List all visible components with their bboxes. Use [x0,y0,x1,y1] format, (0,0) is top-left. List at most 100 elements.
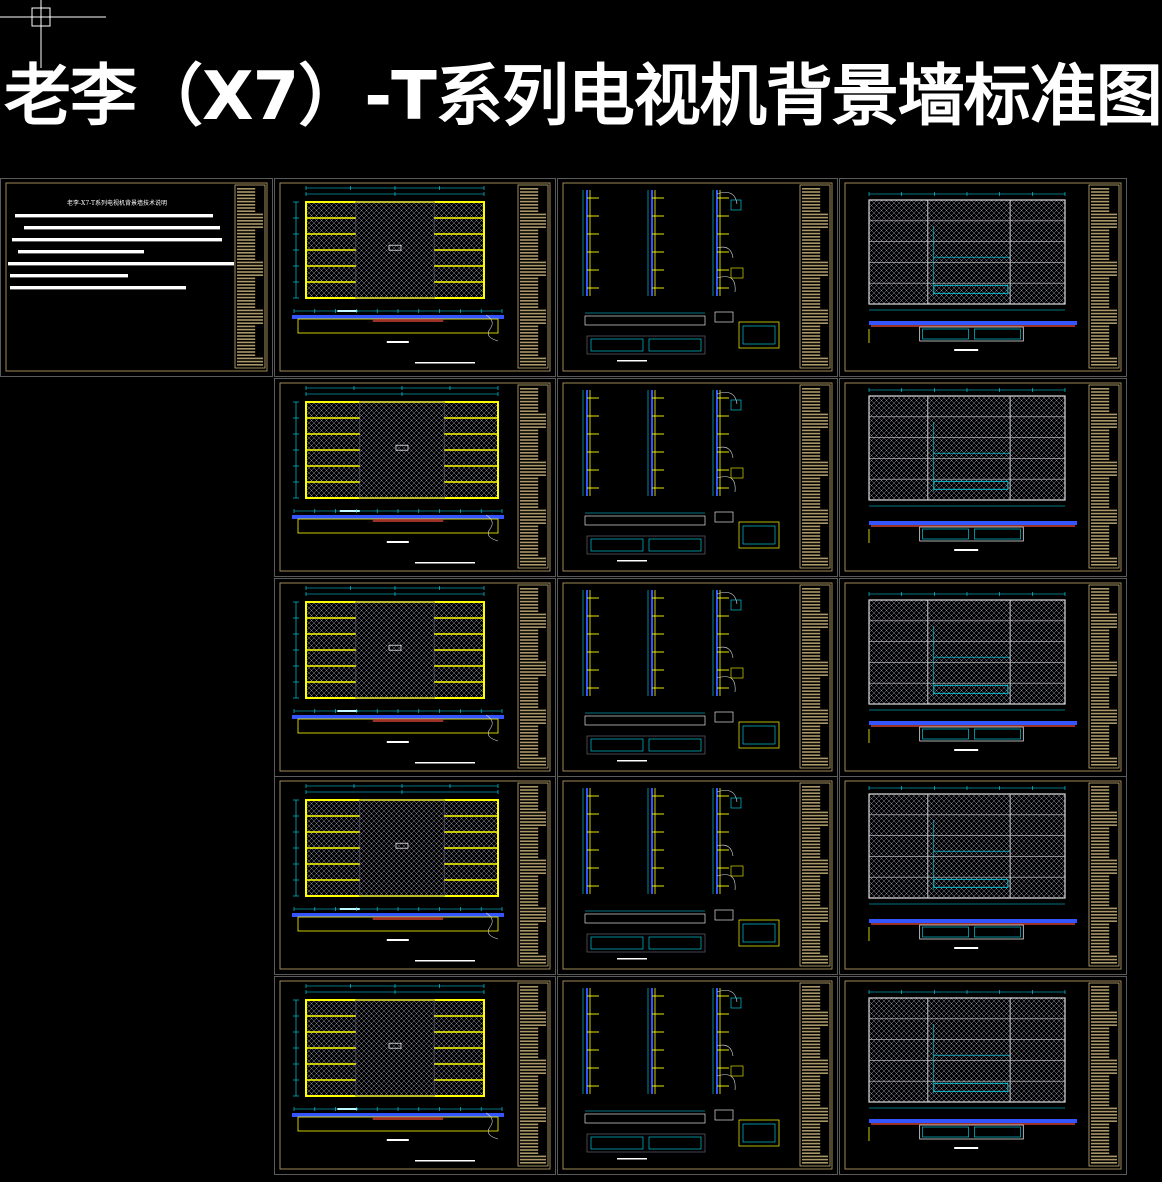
sheet-border [839,178,1127,377]
sheet-plan-row-1[interactable] [839,178,1127,377]
section-strip [292,913,504,917]
title-block [517,184,549,369]
title-block [517,782,549,967]
sheet-elevation-row-1[interactable] [274,178,556,377]
sheet-plan-row-3[interactable] [839,578,1127,777]
sheet-plan-row-4[interactable] [839,776,1127,975]
section-strip [292,715,504,719]
section-detail [647,590,664,696]
socket-box [388,244,402,251]
hatched-panel [869,396,1065,500]
sheet-plan-row-5[interactable] [839,976,1127,1175]
section-strip [869,521,1077,525]
socket-box [395,842,409,849]
sheet-border [274,178,556,377]
tv-cabinet [933,878,1009,888]
sheet-elevation-row-5[interactable] [274,976,556,1175]
plan-strip [584,715,706,726]
section-strip [292,315,504,319]
sheet-details-row-3[interactable] [557,578,838,777]
title-block [799,982,831,1167]
drawing-frame [844,182,1122,372]
title-block [1088,982,1120,1167]
sheet-plan-row-2[interactable] [839,378,1127,577]
wall-outline [868,997,1066,1103]
title-block [234,184,266,369]
sheet-border [839,976,1127,1175]
drawing-frame [844,582,1122,772]
tv-cabinet [933,684,1009,694]
title-block [1088,384,1120,569]
section-detail [647,390,664,496]
title-block [799,184,831,369]
sheet-details-row-5[interactable] [557,976,838,1175]
sheet-border [557,378,838,577]
sheet-border [274,378,556,577]
sheet-border [274,776,556,975]
drawing-frame [279,780,551,970]
text-line [10,274,128,278]
section-detail [582,988,599,1094]
drawing-frame [844,382,1122,572]
text-line [15,214,213,218]
drawing-frame [5,182,268,372]
section-detail [712,190,744,296]
sheet-border [839,378,1127,577]
text-line [18,250,144,254]
text-line [8,262,234,266]
title-block [517,584,549,769]
sheet-border [274,976,556,1175]
crosshair-cursor-icon [0,0,106,68]
plan-strip [584,1113,706,1124]
plan-strip [584,315,706,326]
hatched-panel [869,794,1065,898]
plan-strip [584,913,706,924]
cover-sheet-heading: 老李-X7-T系列电视机背景墙技术说明 [67,200,167,207]
hatched-panel [869,200,1065,304]
sheet-border [557,976,838,1175]
section-detail [712,390,744,496]
sheet-border [0,178,273,377]
sheet-elevation-row-4[interactable] [274,776,556,975]
sheet-border [557,776,838,975]
sheet-details-row-2[interactable] [557,378,838,577]
section-detail [712,788,744,894]
wall-outline [868,199,1066,305]
plan-strip [584,515,706,526]
tv-cabinet [933,480,1009,490]
section-strip [869,721,1077,725]
drawing-sheets-grid: 老李-X7-T系列电视机背景墙技术说明 [0,178,1127,1182]
sheet-details-row-4[interactable] [557,776,838,975]
sheet-elevation-row-3[interactable] [274,578,556,777]
title-block [1088,782,1120,967]
section-detail [582,390,599,496]
text-line [24,226,220,230]
sheet-elevation-row-2[interactable] [274,378,556,577]
title-block [799,782,831,967]
wall-outline [868,395,1066,501]
wall-outline [868,793,1066,899]
title-block [799,384,831,569]
socket-box [388,1042,402,1049]
section-detail [582,788,599,894]
drawing-frame [279,182,551,372]
drawing-frame [279,980,551,1170]
section-strip [869,1119,1077,1123]
section-detail [647,988,664,1094]
section-strip [292,1113,504,1117]
section-detail [712,590,744,696]
drawing-frame [279,382,551,572]
socket-box [395,444,409,451]
page-title: 老李（X7）-T系列电视机背景墙标准图 [4,57,1162,135]
sheet-cover-row-1[interactable]: 老李-X7-T系列电视机背景墙技术说明 [0,178,273,377]
drawing-frame [562,780,833,970]
hatched-panel [869,998,1065,1102]
text-line [12,238,222,242]
drawing-frame [562,382,833,572]
section-detail [582,590,599,696]
drawing-frame [844,980,1122,1170]
tv-cabinet [933,284,1009,294]
section-strip [292,515,504,519]
wall-outline [868,599,1066,705]
sheet-details-row-1[interactable] [557,178,838,377]
